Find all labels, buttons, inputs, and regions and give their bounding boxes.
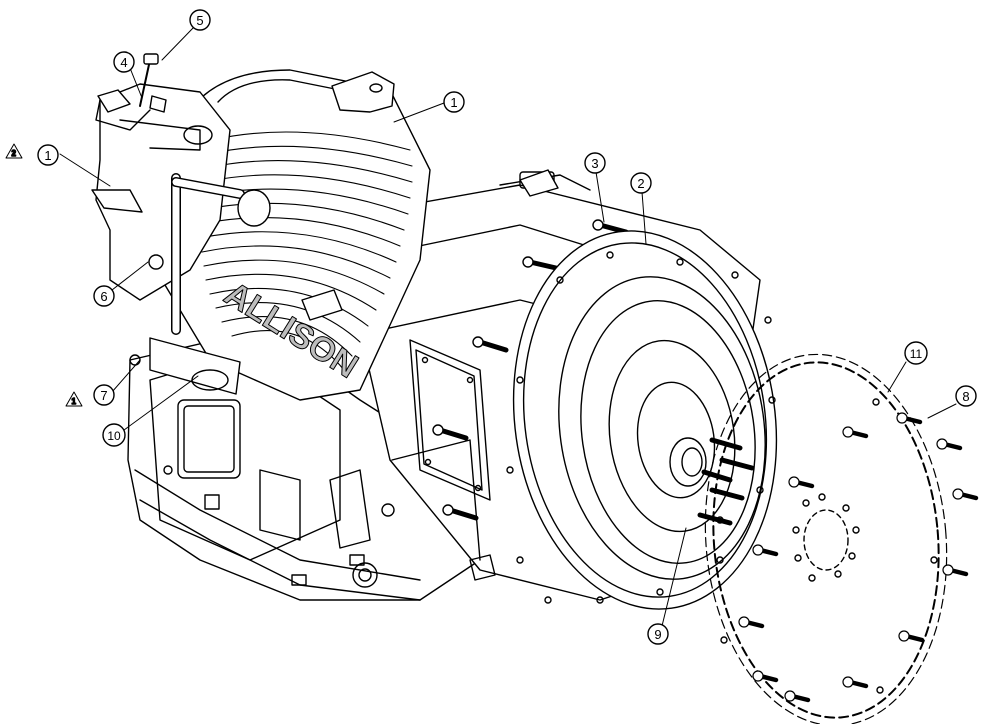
svg-text:8: 8 [962, 389, 969, 404]
svg-text:1: 1 [450, 95, 457, 110]
lower-housing [127, 329, 481, 601]
torque-converter [506, 230, 778, 610]
svg-text:4: 4 [120, 55, 127, 70]
callout-11: 11 [904, 341, 928, 365]
svg-text:1: 1 [44, 148, 51, 163]
callout-3: 3 [584, 152, 606, 174]
svg-text:3: 3 [591, 156, 598, 171]
rear-output-housing [91, 53, 271, 395]
svg-text:2: 2 [637, 176, 644, 191]
loose-bolts [743, 415, 979, 703]
callout-5: 5 [189, 9, 211, 31]
svg-text:7: 7 [100, 388, 107, 403]
svg-text:9: 9 [654, 627, 661, 642]
callout-1-left: 1 [37, 144, 59, 166]
callout-7: 7 [93, 384, 115, 406]
callout-10: 10 [102, 423, 126, 447]
flexplate [704, 353, 948, 724]
callout-9: 9 [647, 623, 669, 645]
svg-text:2: 2 [12, 149, 17, 158]
svg-text:10: 10 [107, 429, 121, 443]
callout-1-top: 1 [443, 91, 465, 113]
warning-triangle-1: 1 [65, 391, 83, 407]
loose-bolt-heads [738, 412, 964, 702]
svg-text:6: 6 [100, 289, 107, 304]
svg-text:1: 1 [72, 397, 77, 406]
warning-triangle-2: 2 [5, 143, 23, 159]
callout-6: 6 [93, 285, 115, 307]
callout-4: 4 [113, 51, 135, 73]
callout-2: 2 [630, 172, 652, 194]
leader-lines [59, 26, 957, 627]
svg-text:5: 5 [196, 13, 203, 28]
svg-text:11: 11 [910, 347, 923, 361]
callout-8: 8 [955, 385, 977, 407]
